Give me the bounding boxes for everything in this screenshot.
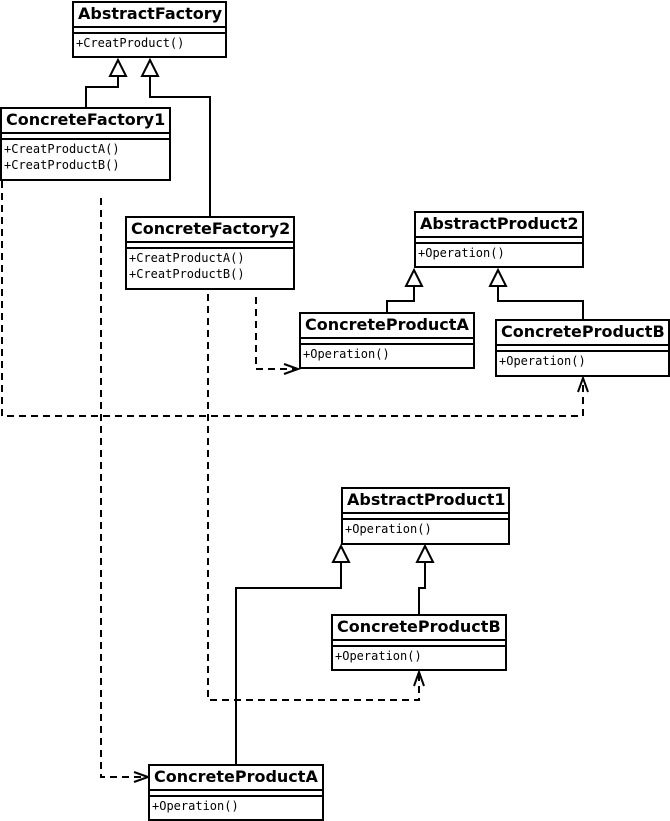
class-abstract-product-1: AbstractProduct1 +Operation() — [341, 487, 510, 545]
attributes-compartment — [150, 789, 322, 795]
attributes-compartment — [343, 512, 508, 518]
class-name: ConcreteFactory1 — [6, 110, 166, 129]
method: +CreatProductA() — [129, 251, 245, 265]
class-name: ConcreteProductB — [501, 322, 665, 341]
dependency-arrowhead — [577, 375, 589, 393]
method: +Operation() — [152, 799, 239, 813]
methods-compartment: +Operation() — [301, 343, 473, 363]
class-name: ConcreteFactory2 — [131, 219, 291, 238]
class-name: AbstractProduct1 — [347, 490, 506, 509]
attributes-compartment — [127, 241, 293, 247]
methods-compartment: +Operation() — [343, 518, 508, 538]
class-concrete-product-b-2: ConcreteProductB +Operation() — [495, 319, 670, 377]
generalization-cf1-to-abstract-factory — [85, 76, 119, 108]
dependency-arrowhead — [413, 669, 425, 687]
method: +CreatProductB() — [129, 267, 245, 281]
attributes-compartment — [497, 344, 668, 350]
generalization-product2a-to-abstract-product2 — [386, 286, 415, 313]
generalization-product1a-to-abstract-product1 — [235, 562, 342, 765]
class-name: ConcreteProductB — [337, 617, 501, 636]
attributes-compartment — [2, 132, 169, 138]
attributes-compartment — [333, 639, 505, 645]
class-concrete-product-b-1: ConcreteProductB +Operation() — [331, 614, 507, 671]
class-abstract-product-2: AbstractProduct2 +Operation() — [414, 211, 584, 268]
methods-compartment: +CreatProduct() — [74, 32, 225, 52]
methods-compartment: +CreatProductA() +CreatProductB() — [127, 247, 293, 283]
dependency-cf2-to-product2a — [255, 297, 296, 370]
class-concrete-factory-2: ConcreteFactory2 +CreatProductA() +Creat… — [125, 216, 295, 290]
methods-compartment: +Operation() — [150, 795, 322, 815]
methods-compartment: +CreatProductA() +CreatProductB() — [2, 138, 169, 174]
method: +Operation() — [418, 246, 505, 260]
class-concrete-factory-1: ConcreteFactory1 +CreatProductA() +Creat… — [0, 107, 171, 181]
generalization-product1b-to-abstract-product1 — [418, 562, 426, 615]
generalization-arrowhead — [331, 543, 351, 563]
methods-compartment: +Operation() — [497, 350, 668, 370]
method: +CreatProductA() — [4, 142, 120, 156]
class-name: ConcreteProductA — [305, 315, 469, 334]
methods-compartment: +Operation() — [333, 645, 505, 665]
dependency-cf1-to-product1a — [100, 198, 146, 778]
method: +Operation() — [335, 649, 422, 663]
generalization-arrowhead — [404, 267, 424, 287]
dependency-cf2-to-product1b — [207, 294, 420, 701]
methods-compartment: +Operation() — [416, 242, 582, 262]
dependency-arrowhead — [283, 363, 301, 375]
class-name: ConcreteProductA — [154, 767, 318, 786]
generalization-arrowhead — [140, 57, 160, 77]
attributes-compartment — [301, 337, 473, 343]
class-name: AbstractProduct2 — [420, 214, 579, 233]
generalization-arrowhead — [108, 57, 128, 77]
generalization-cf2-to-abstract-factory — [149, 76, 211, 217]
method: +Operation() — [345, 522, 432, 536]
attributes-compartment — [416, 236, 582, 242]
class-name: AbstractFactory — [78, 4, 223, 23]
class-concrete-product-a-1: ConcreteProductA +Operation() — [148, 764, 324, 821]
generalization-arrowhead — [488, 267, 508, 287]
method: +CreatProductB() — [4, 158, 120, 172]
method: +Operation() — [303, 347, 390, 361]
class-abstract-factory: AbstractFactory +CreatProduct() — [72, 1, 227, 58]
dependency-cf1-to-product2b — [1, 181, 584, 417]
generalization-arrowhead — [415, 543, 435, 563]
attributes-compartment — [74, 26, 225, 32]
method: +CreatProduct() — [76, 36, 185, 50]
class-concrete-product-a-2: ConcreteProductA +Operation() — [299, 312, 475, 369]
method: +Operation() — [499, 354, 586, 368]
generalization-product2b-to-abstract-product2 — [497, 286, 584, 320]
